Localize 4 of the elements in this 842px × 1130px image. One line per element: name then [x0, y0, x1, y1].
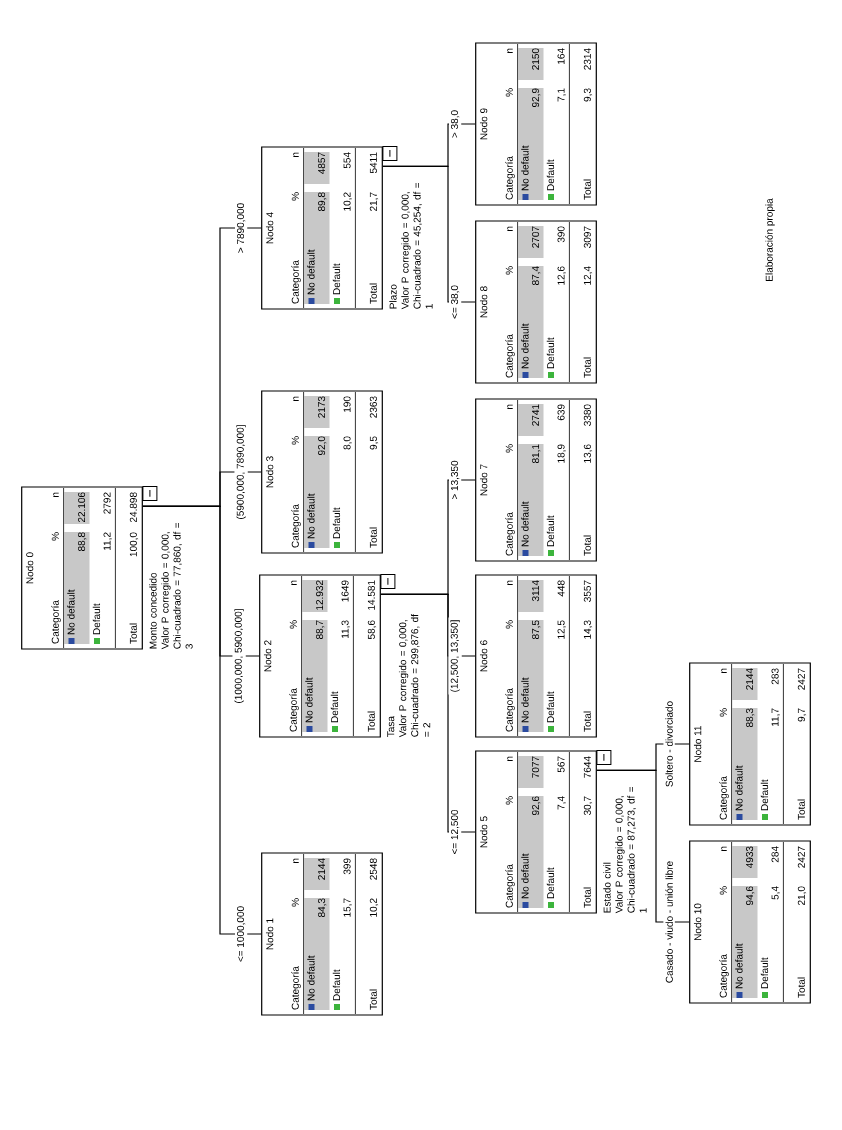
connector-line — [142, 227, 262, 507]
connector-line — [380, 479, 476, 595]
connector-line — [596, 743, 690, 771]
connector-line — [382, 123, 476, 167]
